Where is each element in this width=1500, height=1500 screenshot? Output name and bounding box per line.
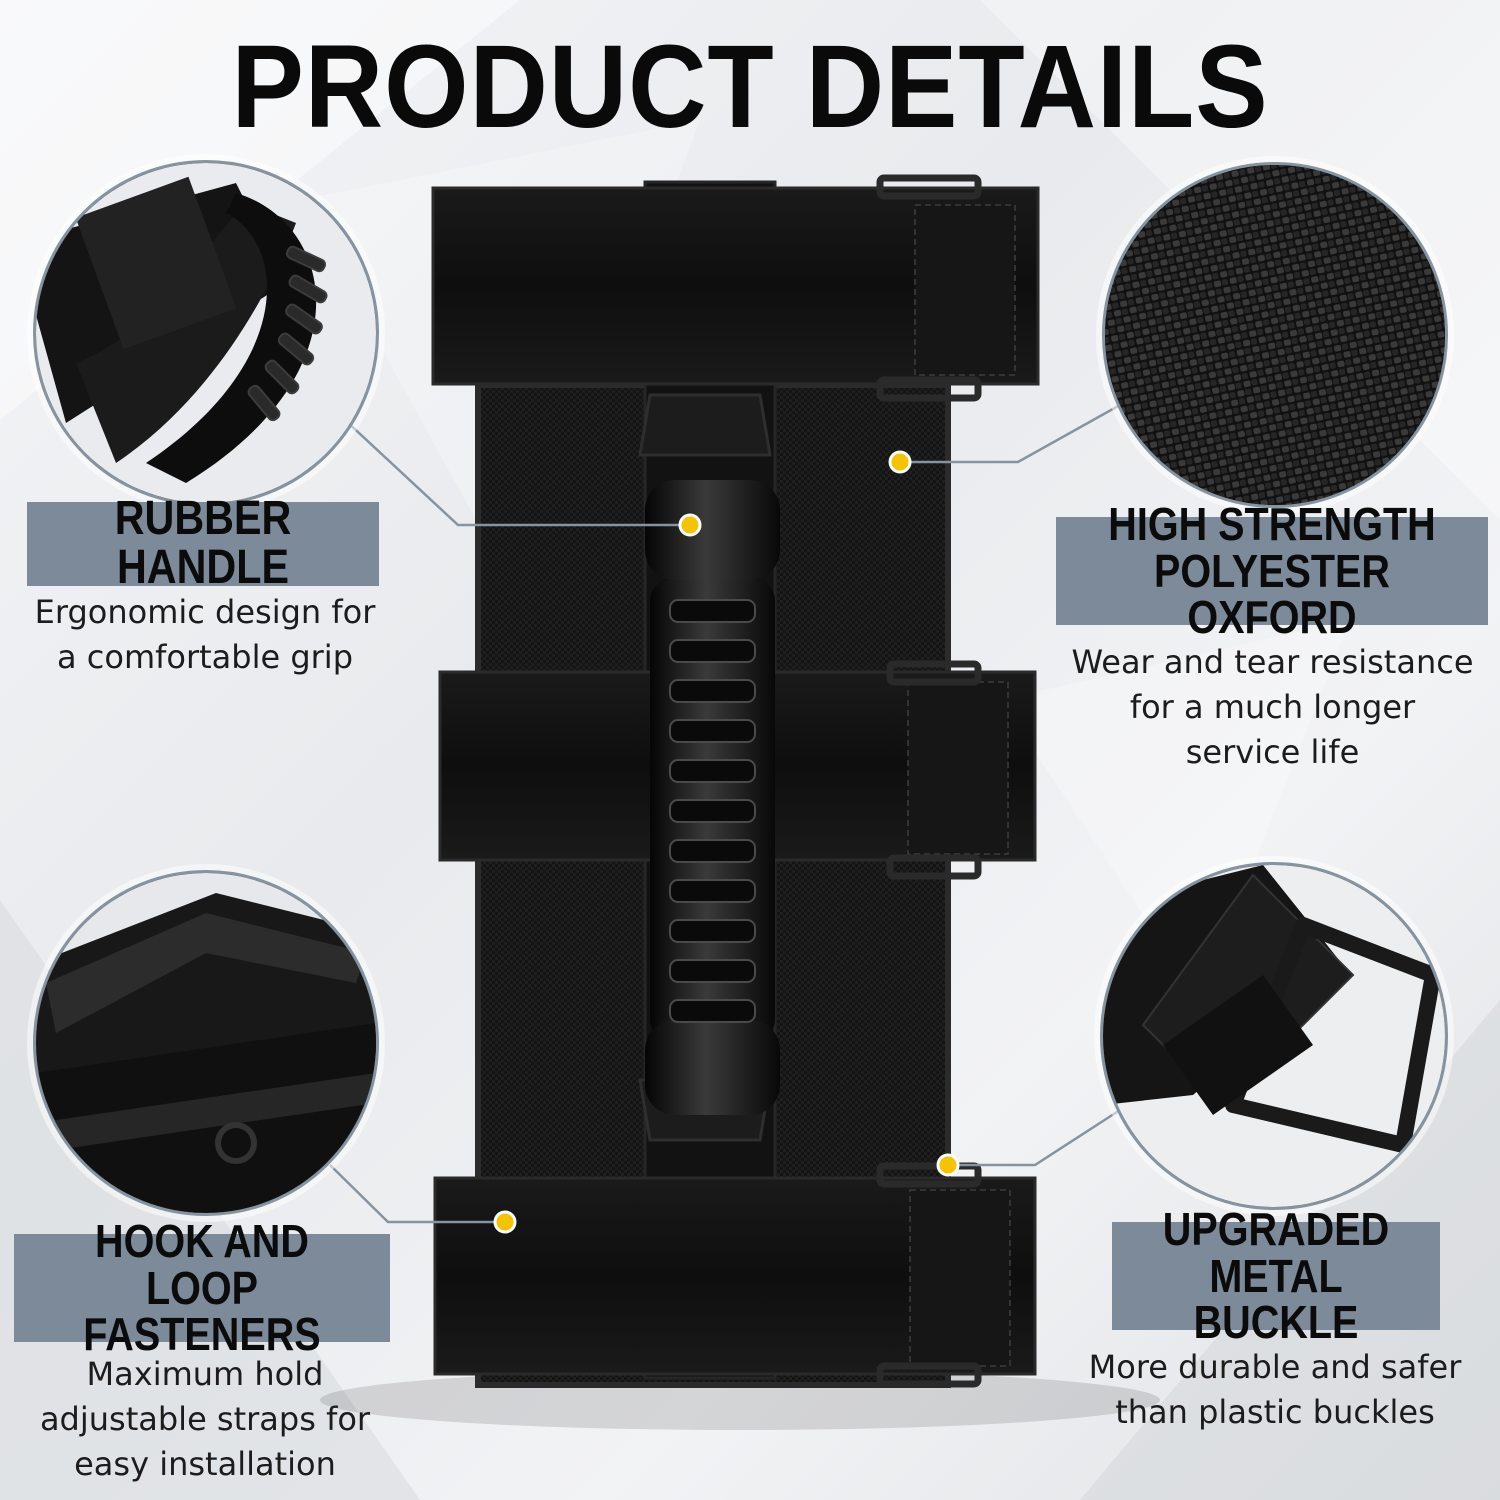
feature-description-polyester-oxford: Wear and tear resistance for a much long… (1071, 643, 1474, 771)
feature-heading-hook-loop: HOOK AND LOOP FASTENERS (14, 1217, 390, 1358)
marker-dot-buckle (936, 1153, 960, 1177)
feature-description-rubber-handle: Ergonomic design for a comfortable grip (34, 593, 376, 676)
feature-heading-rubber-handle: RUBBER HANDLE (27, 494, 379, 592)
rubber-handle-closeup-icon (33, 160, 379, 506)
marker-dot-fabric (888, 450, 912, 474)
fabric-weave-closeup-icon (1102, 162, 1448, 508)
metal-buckle-closeup-icon (1100, 862, 1448, 1210)
page-title: PRODUCT DETAILS (231, 21, 1269, 153)
feature-heading-polyester-oxford: HIGH STRENGTH POLYESTER OXFORD (1056, 500, 1488, 641)
feature-description-metal-buckle: More durable and safer than plastic buck… (1088, 1348, 1462, 1431)
hook-loop-closeup-icon (33, 870, 379, 1216)
feature-heading-metal-buckle: UPGRADED METAL BUCKLE (1112, 1205, 1440, 1346)
feature-description-hook-loop: Maximum hold adjustable straps for easy … (39, 1355, 371, 1483)
marker-dot-fastener (493, 1210, 517, 1234)
marker-dot-handle (678, 513, 702, 537)
